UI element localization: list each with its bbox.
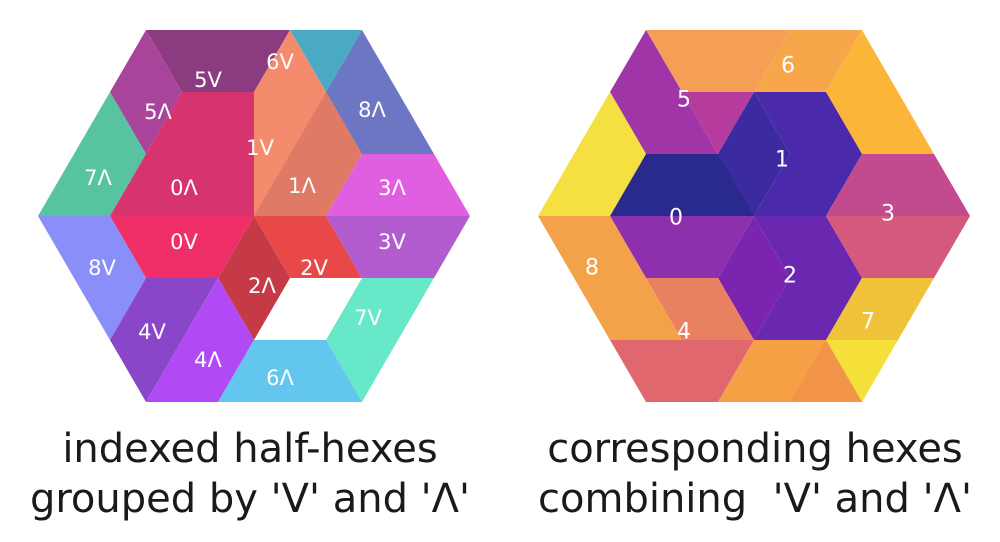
hex-label-5: 5 bbox=[677, 88, 691, 113]
label-0v: 0V bbox=[170, 230, 198, 254]
half-hex-1v bbox=[254, 30, 326, 216]
hex-5-right bbox=[682, 92, 754, 154]
label-2v: 2V bbox=[300, 256, 328, 280]
label-3v: 3V bbox=[378, 230, 406, 254]
hex-3-top bbox=[826, 154, 970, 216]
label-3a: 3Λ bbox=[378, 176, 406, 200]
label-7a: 7Λ bbox=[84, 166, 112, 190]
half-hex-0v bbox=[110, 216, 254, 278]
hex-8-bot bbox=[538, 216, 682, 340]
hex-3-bot bbox=[826, 216, 970, 278]
hex-8-top bbox=[538, 92, 646, 216]
hex-label-0: 0 bbox=[669, 206, 683, 231]
half-hex-8a bbox=[326, 30, 434, 154]
hex-label-8: 8 bbox=[585, 256, 599, 281]
label-1v: 1V bbox=[246, 136, 274, 160]
hex-label-6: 6 bbox=[781, 54, 795, 79]
half-hex-5v bbox=[146, 30, 290, 92]
label-8a: 8Λ bbox=[358, 98, 386, 122]
hex-7-top bbox=[826, 278, 934, 340]
label-2a: 2Λ bbox=[248, 274, 276, 298]
label-7v: 7V bbox=[354, 306, 382, 330]
hex-label-4: 4 bbox=[677, 320, 691, 345]
label-4v: 4V bbox=[138, 320, 166, 344]
hex-label-3: 3 bbox=[881, 202, 895, 227]
half-hex-3a bbox=[326, 154, 470, 216]
right-hex-diagram: 5 6 1 0 3 8 2 4 7 bbox=[538, 30, 970, 402]
left-half-hex-diagram: 6V 5V 5Λ 8Λ 1V 7Λ 0Λ 1Λ 3Λ 0V 2V 3V 8V 2Λ 4V 7V 4Λ 6Λ bbox=[38, 30, 470, 402]
hex-0-bot bbox=[610, 216, 754, 278]
hex-label-7: 7 bbox=[861, 310, 875, 335]
hex-4-top bbox=[646, 278, 754, 340]
hex-1-right bbox=[754, 92, 862, 216]
label-8v: 8V bbox=[88, 256, 116, 280]
half-hex-7a bbox=[38, 92, 146, 216]
label-0a: 0Λ bbox=[170, 176, 198, 200]
half-hex-4v bbox=[110, 278, 218, 402]
half-hex-6v bbox=[290, 30, 362, 92]
hex-0-top bbox=[610, 154, 754, 216]
label-4a: 4Λ bbox=[194, 348, 222, 372]
hex-4-bot bbox=[610, 340, 754, 402]
label-6a: 6Λ bbox=[266, 366, 294, 390]
half-hex-0a bbox=[110, 92, 254, 216]
half-hex-6a bbox=[218, 340, 362, 402]
label-6v: 6V bbox=[266, 50, 294, 74]
hex-label-2: 2 bbox=[783, 264, 797, 289]
hex-2-right bbox=[754, 216, 862, 340]
hex-6-left bbox=[646, 30, 790, 92]
hex-5-left bbox=[610, 30, 718, 154]
right-caption: corresponding hexes combining 'V' and 'Λ… bbox=[538, 426, 972, 522]
hex-label-1: 1 bbox=[775, 148, 789, 173]
half-hex-3v bbox=[326, 216, 470, 278]
label-5a: 5Λ bbox=[144, 100, 172, 124]
label-1a: 1Λ bbox=[288, 174, 316, 198]
half-hex-1a bbox=[254, 92, 362, 216]
half-hex-8v bbox=[38, 216, 146, 340]
left-caption: indexed half-hexes grouped by 'V' and 'Λ… bbox=[29, 426, 471, 522]
hex-3b-top bbox=[826, 30, 934, 154]
half-hex-7v bbox=[326, 278, 434, 402]
half-hex-4a bbox=[146, 278, 254, 402]
hex-6b-right bbox=[790, 340, 862, 402]
hex-7-bot bbox=[826, 340, 898, 402]
label-5v: 5V bbox=[194, 68, 222, 92]
